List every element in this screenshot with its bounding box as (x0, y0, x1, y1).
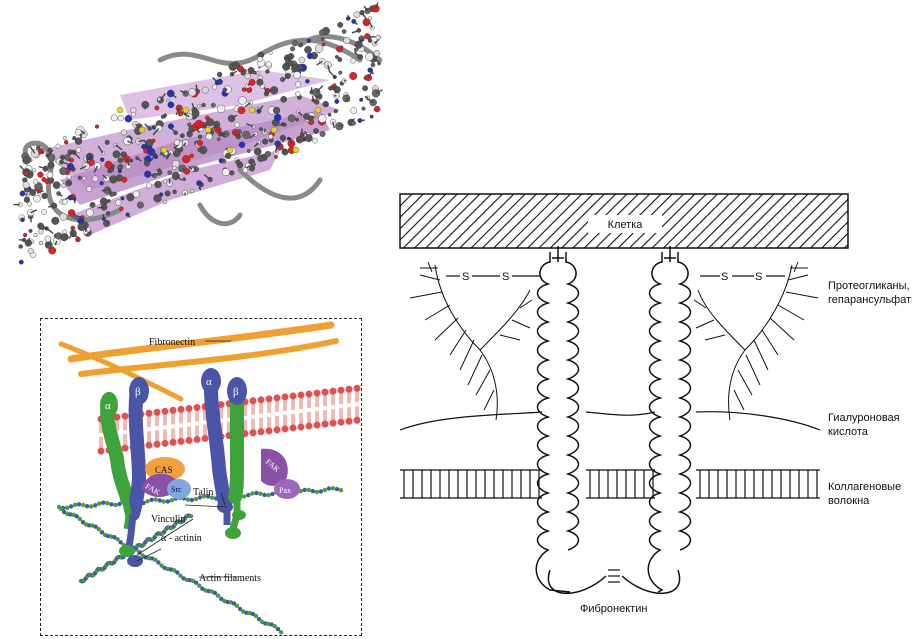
integrin-right: α β (201, 368, 247, 511)
cell-membrane (97, 384, 361, 455)
proteoglycan-right (693, 261, 819, 421)
proteoglycan-left (409, 261, 533, 421)
schema-diagram: Клетка S S (399, 193, 849, 595)
alpha-left-label: α (105, 400, 111, 412)
ss-right-1: S (721, 271, 728, 283)
collagen-fibers-label: Коллагеновые волокна (828, 481, 902, 507)
hyaluronic-acid-label: Гиалуроновая кислота (828, 412, 900, 438)
integrin-left: α β (100, 377, 149, 521)
hyaluronic-acid-strand (399, 411, 821, 431)
atoms (13, 2, 383, 265)
fibronectin-label: Fibronectin (149, 337, 195, 348)
dimer-link (608, 569, 620, 583)
fak-right-protein (261, 448, 288, 486)
cell-label: Клетка (608, 219, 644, 231)
proteoglycans-label: Протеогликаны, гепарансульфаты (828, 280, 912, 306)
beta-right-label: β (233, 386, 239, 398)
cas-label: CAS (155, 465, 173, 475)
alpha-right-label: α (206, 376, 212, 388)
ss-left-1: S (462, 271, 469, 283)
label-pointers (136, 340, 237, 578)
ss-left-2: S (502, 271, 509, 283)
cell-label-box (588, 215, 662, 233)
focal-adhesion-diagram: α β α β (56, 321, 361, 635)
ss-right-2: S (755, 271, 762, 283)
src-protein (167, 479, 191, 499)
fibronectin-fibers (58, 321, 339, 402)
protein-structure-image (13, 2, 383, 265)
actin-filaments (56, 486, 344, 635)
talin-label: Talin (193, 487, 213, 498)
actin-filaments-label: Actin filaments (199, 573, 261, 584)
pax-label: Pax (279, 486, 291, 495)
alpha-actinin-label: α - actinin (161, 533, 202, 544)
fibronectin-label: Фибронектин (580, 603, 648, 615)
extracellular-matrix-schema: Клетка S S (380, 180, 912, 639)
collagen-fibers (400, 469, 820, 499)
fibronectin-chains (535, 246, 692, 595)
protein-structure-figure (0, 0, 400, 280)
vinculin-label: Vinculin (151, 514, 185, 525)
focal-adhesion-figure: α β α β (40, 318, 362, 636)
beta-left-label: β (135, 386, 141, 398)
src-label: Src (171, 485, 182, 494)
pax-protein (274, 479, 300, 499)
